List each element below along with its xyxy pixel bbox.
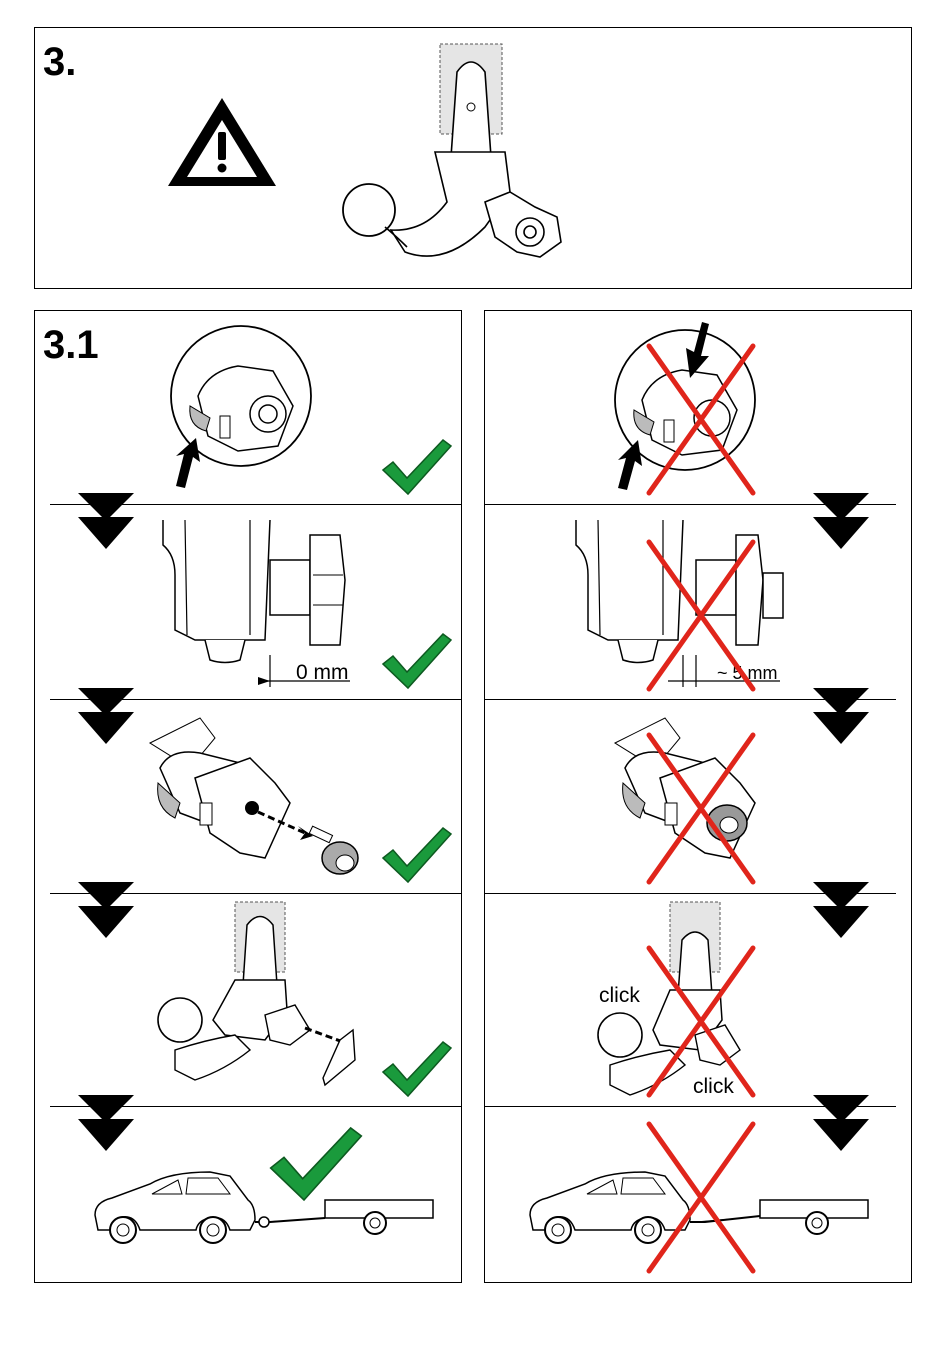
section-3-panel: 3. bbox=[34, 27, 912, 289]
step-arrow-icon bbox=[78, 1095, 134, 1153]
checkmark-icon bbox=[381, 632, 453, 690]
car-trailer-illustration bbox=[90, 1160, 440, 1245]
install-ball-illustration bbox=[155, 900, 365, 1100]
step-arrow-icon bbox=[78, 688, 134, 746]
remove-key-illustration bbox=[140, 708, 370, 888]
cross-icon bbox=[645, 731, 757, 886]
step-number-3: 3. bbox=[43, 42, 76, 82]
step-arrow-icon bbox=[813, 1095, 869, 1153]
step-arrow-icon bbox=[78, 493, 134, 551]
checkmark-icon bbox=[268, 1125, 364, 1203]
warning-triangle-icon bbox=[165, 94, 280, 190]
step-arrow-icon bbox=[813, 882, 869, 940]
gap-zero-label: 0 mm bbox=[296, 661, 349, 685]
checkmark-icon bbox=[381, 438, 453, 496]
cross-icon bbox=[645, 944, 757, 1099]
cross-icon bbox=[645, 342, 757, 497]
checkmark-icon bbox=[381, 826, 453, 884]
towbar-illustration bbox=[335, 42, 605, 277]
cross-icon bbox=[645, 538, 757, 693]
step-arrow-icon bbox=[813, 688, 869, 746]
checkmark-icon bbox=[381, 1040, 453, 1098]
step-number-3-1: 3.1 bbox=[43, 325, 99, 365]
click-label-top: click bbox=[599, 984, 640, 1008]
step-arrow-icon bbox=[813, 493, 869, 551]
cross-icon bbox=[645, 1120, 757, 1275]
lock-detail-illustration bbox=[168, 326, 318, 491]
step-arrow-icon bbox=[78, 882, 134, 940]
